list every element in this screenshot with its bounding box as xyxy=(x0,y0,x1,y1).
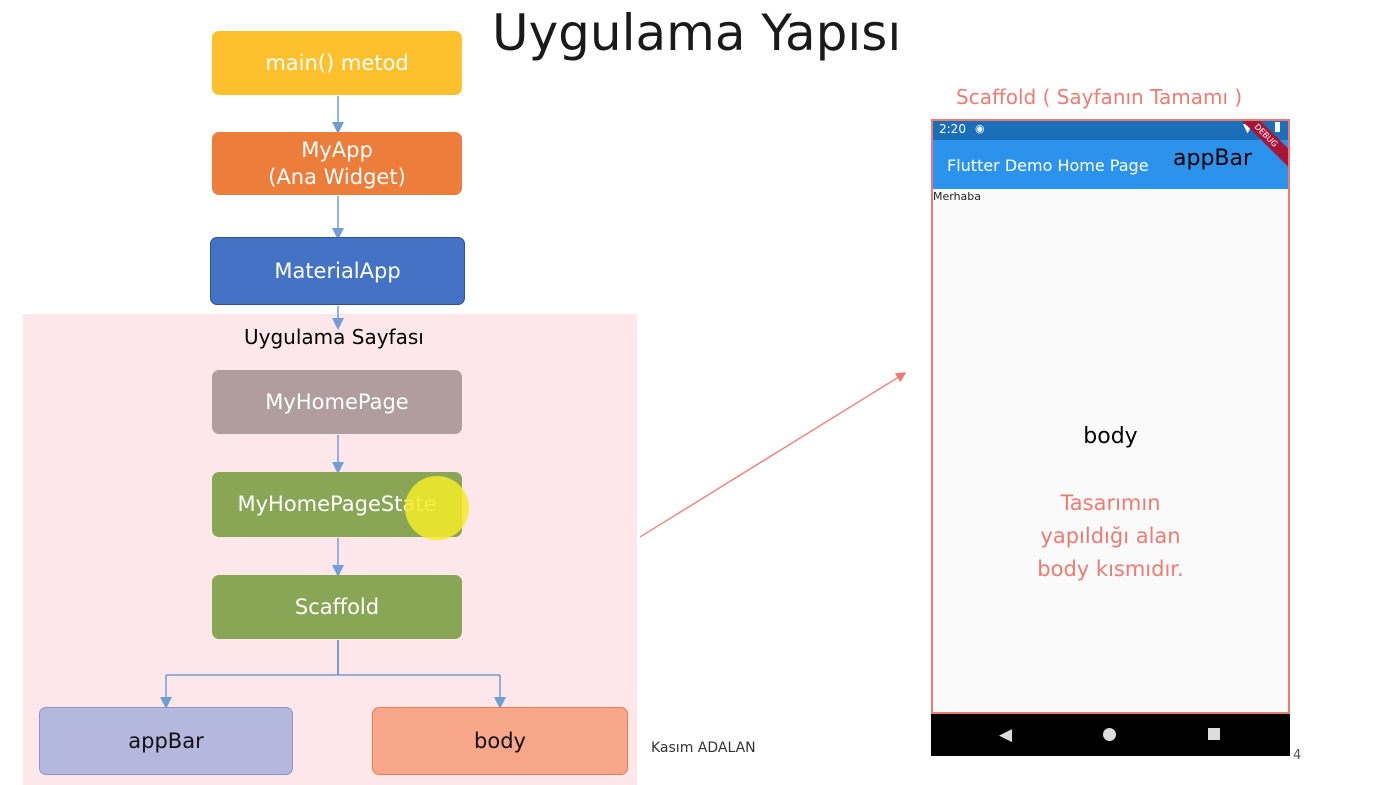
myapp-subtitle: (Ana Widget) xyxy=(268,164,406,189)
appbar-title: Flutter Demo Home Page xyxy=(947,156,1149,175)
body-desc-line-3: body kısmıdır. xyxy=(1037,557,1184,581)
arrow-to-phone xyxy=(639,372,907,538)
body-desc-line-2: yapıldığı alan xyxy=(1040,524,1181,548)
status-bar: 2:20 ◉ ▼ xyxy=(931,119,1290,140)
appbar-box: appBar xyxy=(39,707,293,775)
android-nav-bar: ◀ xyxy=(931,714,1290,756)
phone-screenshot: 2:20 ◉ ▼ Flutter Demo Home Page appBar D… xyxy=(931,119,1290,756)
body-box: body xyxy=(372,707,628,775)
recents-square-icon[interactable] xyxy=(1208,728,1220,740)
phone-caption: Scaffold ( Sayfanın Tamamı ) xyxy=(956,85,1243,109)
status-time: 2:20 xyxy=(939,122,966,136)
materialapp-box: MaterialApp xyxy=(210,237,465,305)
appbar-tag: appBar xyxy=(1173,146,1253,171)
battery-icon xyxy=(1275,122,1280,132)
back-triangle-icon[interactable]: ◀ xyxy=(999,725,1013,745)
main-method-box: main() metod xyxy=(212,31,462,95)
myapp-box: MyApp (Ana Widget) xyxy=(212,132,462,195)
home-circle-icon[interactable] xyxy=(1103,728,1116,741)
body-region-label: body xyxy=(1083,424,1138,449)
phone-appbar xyxy=(931,140,1290,189)
myhomepage-box: MyHomePage xyxy=(212,370,462,434)
body-desc-line-1: Tasarımın xyxy=(1060,491,1161,515)
sync-icon: ◉ xyxy=(975,122,985,135)
content-text: Merhaba xyxy=(933,190,982,203)
scaffold-outline xyxy=(931,119,1290,714)
slide-title: Uygulama Yapısı xyxy=(492,4,902,62)
scaffold-box: Scaffold xyxy=(212,575,462,639)
myapp-name: MyApp xyxy=(301,138,373,163)
author-name: Kasım ADALAN xyxy=(651,740,756,756)
app-page-label: Uygulama Sayfası xyxy=(244,325,424,349)
body-description: Tasarımın yapıldığı alan body kısmıdır. xyxy=(931,487,1290,586)
wifi-icon: ▼ xyxy=(1243,121,1253,135)
page-number: 4 xyxy=(1293,748,1302,763)
pointer-highlight xyxy=(405,476,469,540)
